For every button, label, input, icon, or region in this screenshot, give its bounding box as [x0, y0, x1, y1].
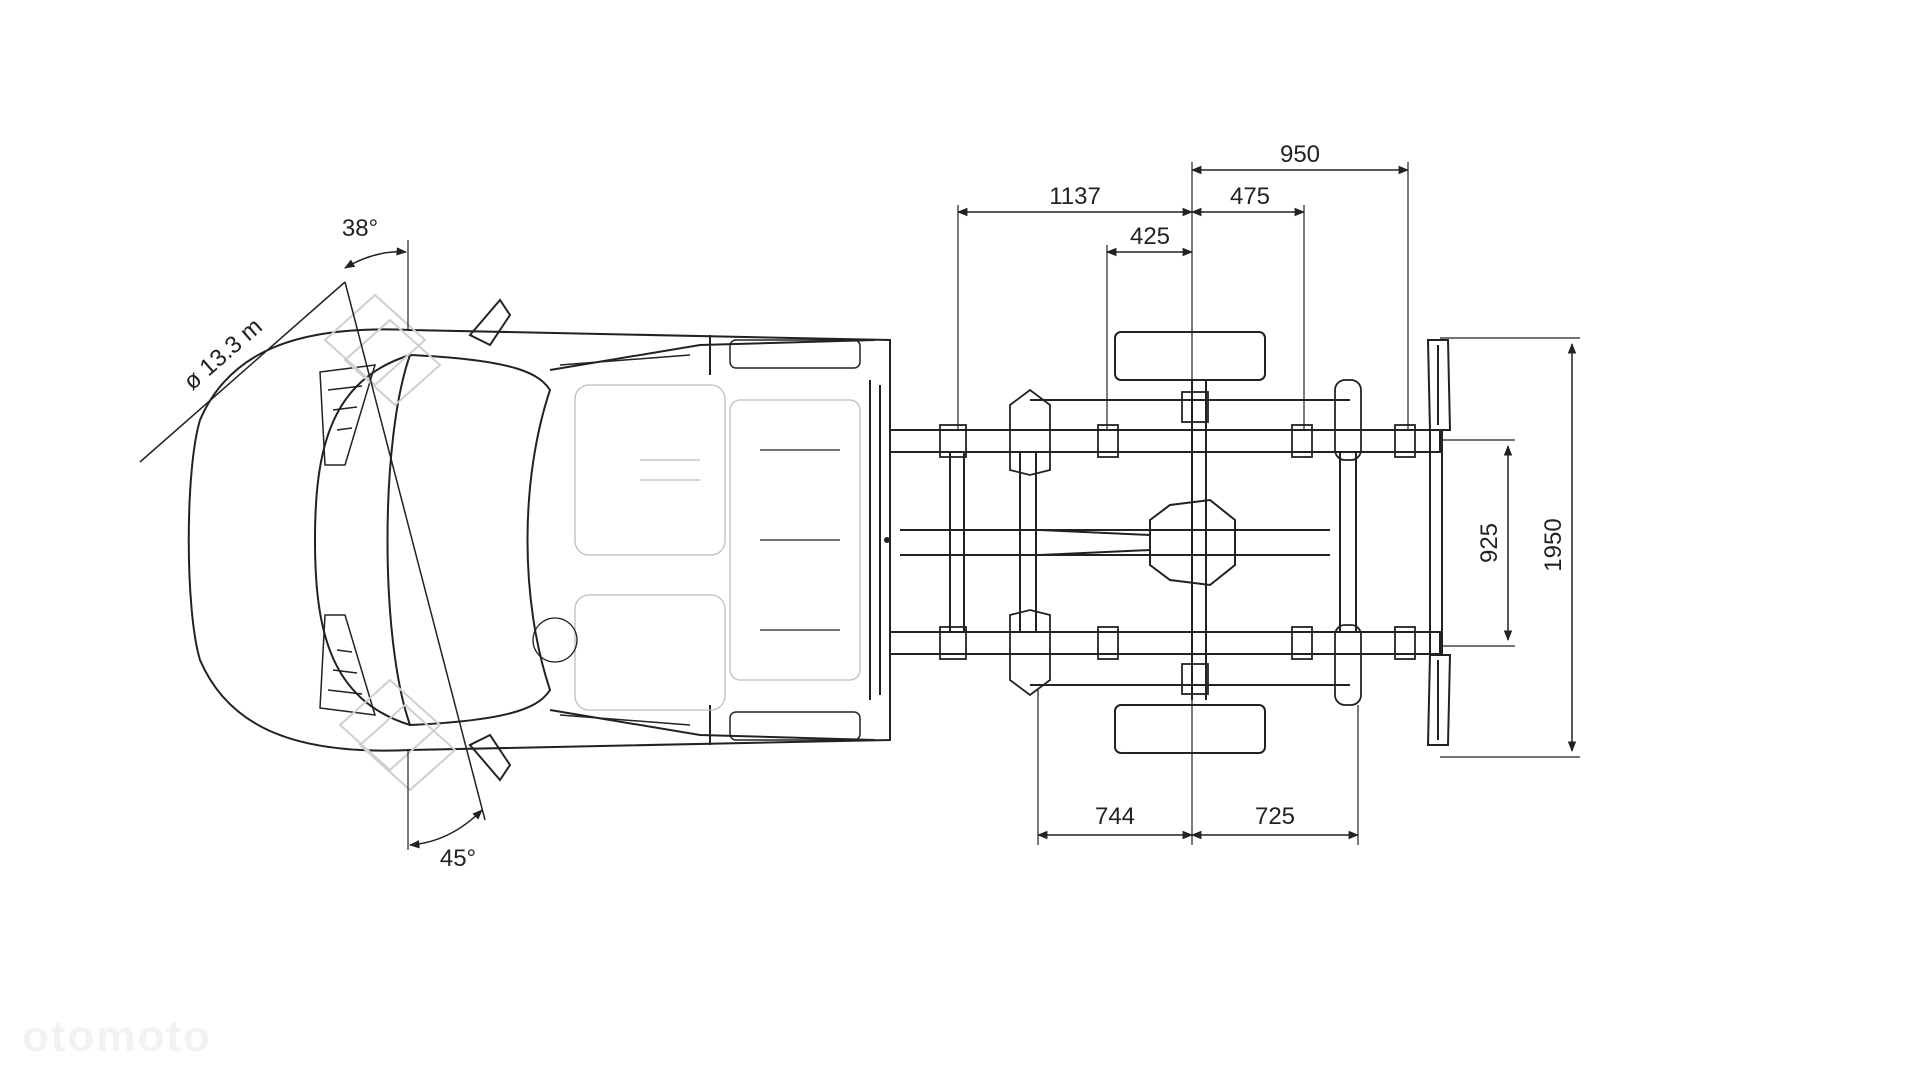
dim-1950: 1950 — [1540, 518, 1567, 571]
turning-wheel-ghosts — [323, 293, 457, 792]
watermark-logo: otomoto — [22, 1012, 212, 1061]
tail-lights — [1426, 339, 1452, 746]
dimension-lines — [139, 165, 1577, 849]
dim-744: 744 — [1095, 803, 1135, 830]
rear-wheel-top — [1114, 331, 1266, 381]
rail-brackets — [939, 391, 1416, 695]
headlight-bottom — [319, 614, 377, 716]
angle-bottom-label: 45° — [440, 845, 476, 872]
cab-side-details — [559, 339, 861, 741]
mirror-top — [468, 298, 512, 347]
chassis-frame — [889, 399, 1443, 686]
rear-wheel-bottom — [1114, 704, 1266, 754]
dim-950: 950 — [1280, 141, 1320, 168]
dim-925: 925 — [1476, 523, 1503, 563]
dim-1137: 1137 — [1049, 183, 1101, 210]
mirror-bottom — [468, 733, 512, 782]
cab-interior — [532, 384, 861, 711]
spring-hangers — [1009, 379, 1362, 706]
rear-axle — [1039, 380, 1236, 700]
dim-725: 725 — [1255, 803, 1295, 830]
angle-top-label: 38° — [342, 215, 378, 242]
dim-425: 425 — [1130, 223, 1170, 250]
cab-center-dot — [884, 537, 890, 543]
extension-lines — [407, 162, 1580, 850]
dim-475: 475 — [1230, 183, 1270, 210]
